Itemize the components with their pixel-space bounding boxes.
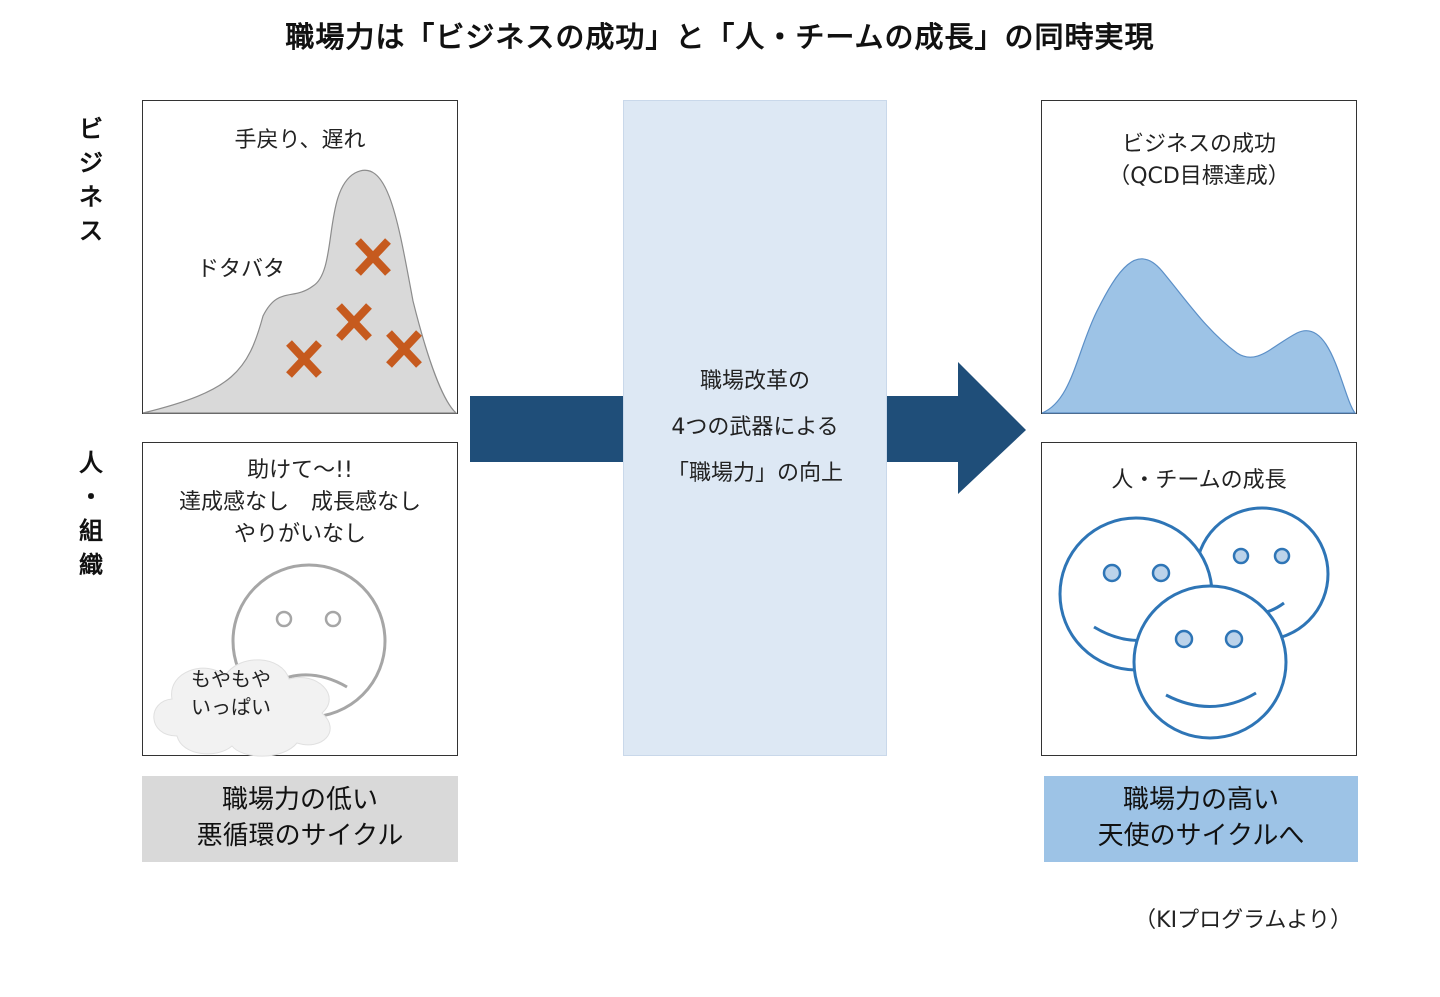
cross-mark-4	[286, 340, 322, 378]
cloud-icon	[153, 659, 331, 757]
row-label-people: 人 ・ 組 織	[79, 449, 103, 579]
right-people-panel: 人・チームの成長	[1041, 442, 1357, 756]
cross-mark-2	[336, 303, 372, 341]
center-text: 職場改革の 4つの武器による 「職場力」の向上	[666, 369, 843, 486]
success-mountain-shape	[1041, 258, 1357, 414]
right-people-heading: 人・チームの成長	[1111, 468, 1287, 493]
right-business-heading: ビジネスの成功 （QCD目標達成）	[1108, 132, 1290, 189]
cross-mark-1	[355, 238, 391, 276]
left-people-panel: 助けて〜!! 達成感なし 成長感なし やりがいなし もやもや いっぱい	[142, 442, 458, 757]
row-label-business: ビ ジ ネ ス	[79, 115, 103, 245]
help-lines: 助けて〜!! 達成感なし 成長感なし やりがいなし	[178, 458, 421, 547]
center-column: 職場改革の 4つの武器による 「職場力」の向上	[623, 100, 887, 756]
chaos-mountain-shape	[142, 169, 458, 414]
left-business-heading: 手戻り、遅れ	[234, 128, 366, 153]
credit-note: （KIプログラムより）	[1134, 908, 1352, 933]
cross-mark-3	[386, 330, 422, 368]
page-title: 職場力は「ビジネスの成功」と「人・チームの成長」の同時実現	[285, 20, 1155, 54]
cloud-text: もやもや いっぱい	[191, 667, 271, 719]
left-business-panel: 手戻り、遅れ ドタバタ	[142, 100, 458, 414]
right-business-panel: ビジネスの成功 （QCD目標達成）	[1041, 100, 1357, 414]
happy-faces-icon	[1058, 506, 1330, 740]
left-footer-box: 職場力の低い 悪循環のサイクル	[142, 776, 458, 862]
right-footer-box: 職場力の高い 天使のサイクルへ	[1044, 776, 1358, 862]
chaos-label: ドタバタ	[197, 257, 286, 282]
